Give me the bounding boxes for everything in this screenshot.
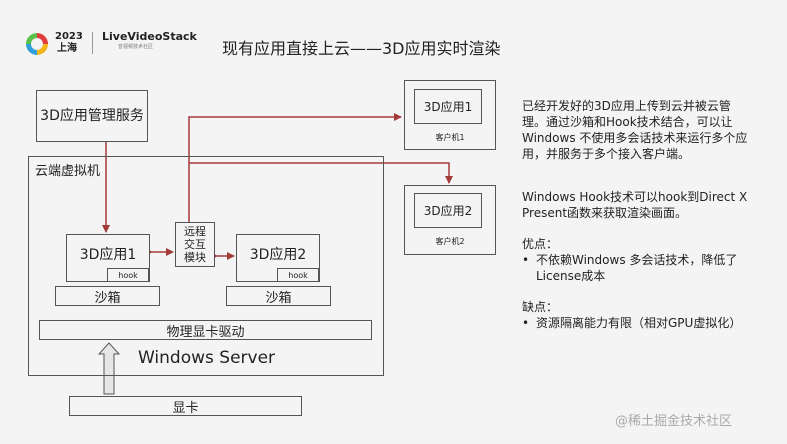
client1-app-box: 3D应用1 <box>414 89 482 124</box>
app-management-service: 3D应用管理服务 <box>36 90 148 142</box>
pros-item: • 不依赖Windows 多会话技术，降低了License成本 <box>522 252 767 284</box>
page-title: 现有应用直接上云——3D应用实时渲染 <box>222 39 501 58</box>
sandbox1-box: 沙箱 <box>55 286 160 306</box>
cloud-vm-container <box>28 156 384 376</box>
bullet-icon: • <box>522 253 530 267</box>
remote-interaction-label: 远程交互模块 <box>184 225 206 264</box>
description-paragraph-2: Windows Hook技术可以hook到Direct X Present函数来… <box>522 190 748 220</box>
arrow-interact-to-client2 <box>189 162 453 184</box>
watermark: @稀土掘金技术社区 <box>615 414 733 429</box>
pros-title: 优点： <box>522 237 559 251</box>
client2-label: 客户机2 <box>435 237 465 246</box>
remote-interaction-module: 远程交互模块 <box>175 222 215 267</box>
arrow-interact-to-client1 <box>188 113 402 222</box>
gpu-driver-box: 物理显卡驱动 <box>39 320 372 340</box>
logo-divider <box>92 32 93 54</box>
windows-server-label: Windows Server <box>138 348 276 368</box>
hook1-label: hook <box>107 268 149 282</box>
sandbox2-box: 沙箱 <box>226 286 331 306</box>
brand-logo: LiveVideoStack <box>102 30 197 43</box>
client2-app-box: 3D应用2 <box>414 193 482 228</box>
gpu-up-arrow <box>97 342 121 395</box>
cons-title: 缺点： <box>522 300 559 314</box>
gpu-box: 显卡 <box>69 396 302 416</box>
conference-logo-icon <box>26 33 48 55</box>
bullet-icon: • <box>522 316 530 330</box>
brand-subtitle: 音视频技术社区 <box>118 44 154 50</box>
hook2-label: hook <box>277 268 319 282</box>
pros-item-text: 不依赖Windows 多会话技术，降低了License成本 <box>536 253 738 283</box>
client1-label: 客户机1 <box>435 133 465 142</box>
logo-city: 上海 <box>57 43 77 54</box>
cons-item-text: 资源隔离能力有限（相对GPU虚拟化） <box>536 316 742 330</box>
description-paragraph-1: 已经开发好的3D应用上传到云并被云管理。通过沙箱和Hook技术结合，可以让Win… <box>522 99 748 161</box>
logo-year: 2023 <box>55 31 83 42</box>
cons-item: • 资源隔离能力有限（相对GPU虚拟化） <box>522 315 767 331</box>
cloud-vm-label: 云端虚拟机 <box>35 164 101 179</box>
